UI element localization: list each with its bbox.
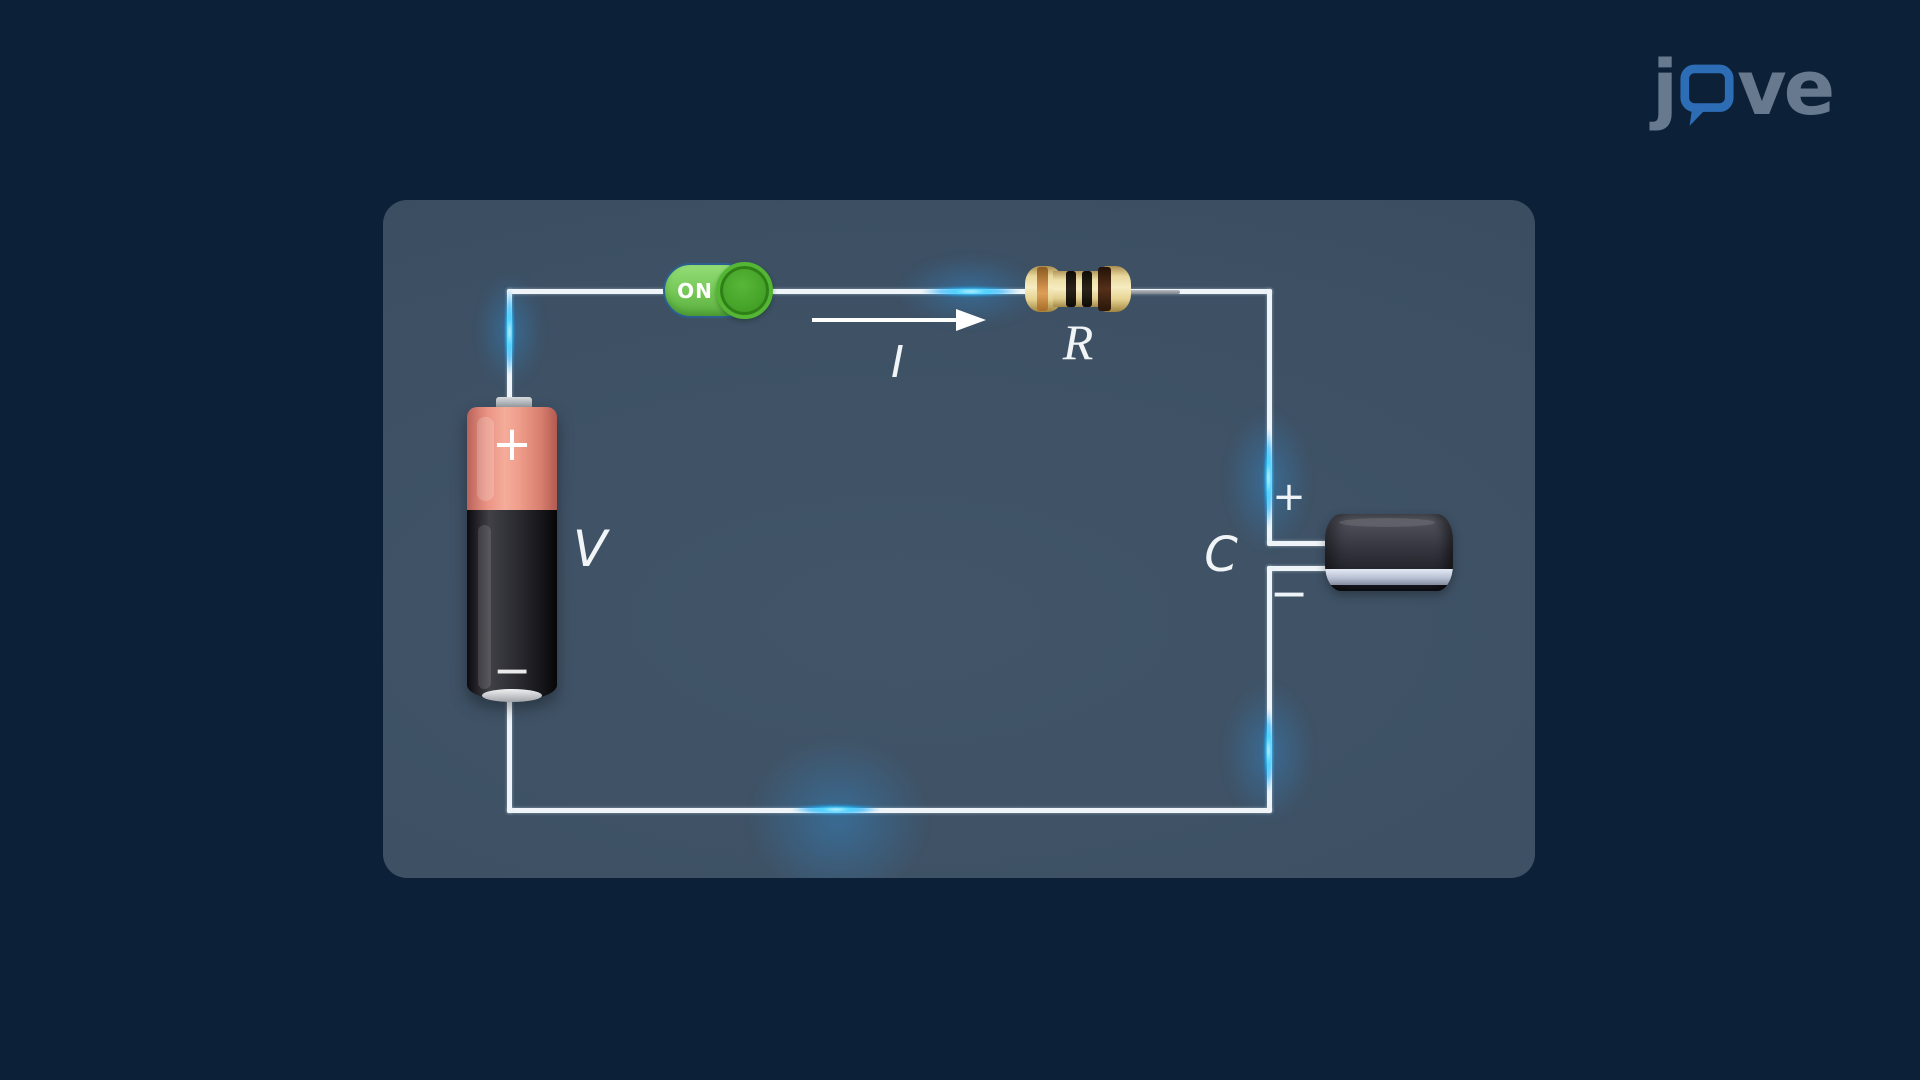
- battery-terminal: [496, 397, 532, 409]
- wire-top: [507, 289, 1272, 294]
- resistor-right-lead: [1118, 290, 1180, 294]
- current-glow: [1263, 708, 1274, 793]
- wire-right-vertical-bottom: [1267, 566, 1272, 812]
- logo-letter-j: j: [1652, 43, 1678, 132]
- battery-highlight: [478, 525, 491, 689]
- battery: [467, 407, 557, 700]
- battery-label: V: [572, 520, 608, 578]
- resistor-band: [1082, 271, 1092, 307]
- current-glow: [921, 286, 1021, 297]
- capacitor-bottom-lead: [1267, 566, 1329, 571]
- circuit-panel: + − V ON I R + − C: [383, 200, 1535, 878]
- resistor-band: [1098, 267, 1111, 311]
- wire-right-vertical-top: [1267, 289, 1272, 545]
- wire-bottom: [507, 808, 1272, 813]
- battery-highlight: [477, 417, 494, 501]
- current-arrow-icon: [812, 309, 986, 331]
- toggle-state-label: ON: [677, 279, 713, 303]
- resistor-band: [1066, 271, 1076, 307]
- resistor: [1025, 266, 1131, 312]
- capacitor-plus-sign: +: [1272, 474, 1306, 520]
- battery-base-highlight: [482, 689, 542, 702]
- capacitor-minus-sign: −: [1269, 566, 1309, 620]
- jove-logo: j ve: [1652, 43, 1835, 132]
- current-label: I: [891, 337, 904, 388]
- battery-casing: [467, 510, 557, 700]
- battery-minus-sign: −: [492, 643, 532, 697]
- speech-bubble-icon: [1680, 64, 1734, 126]
- glow-halo: [713, 705, 963, 878]
- toggle-knob[interactable]: [716, 262, 773, 319]
- resistor-band: [1037, 267, 1048, 311]
- battery-plus-sign: +: [491, 416, 533, 472]
- logo-letters-ve: ve: [1737, 43, 1835, 132]
- current-glow: [504, 288, 515, 376]
- wire-left-vertical-bottom: [507, 698, 512, 813]
- capacitor-label: C: [1204, 527, 1238, 583]
- resistor-label: R: [1062, 314, 1094, 370]
- capacitor-top-lead: [1267, 541, 1329, 546]
- capacitor-highlight: [1339, 518, 1435, 527]
- current-glow: [1263, 428, 1274, 528]
- battery-positive-cap: [467, 407, 557, 510]
- capacitor-silver-band: [1325, 569, 1453, 585]
- resistor-body: [1053, 271, 1103, 307]
- capacitor: [1325, 514, 1453, 591]
- current-glow: [791, 804, 881, 815]
